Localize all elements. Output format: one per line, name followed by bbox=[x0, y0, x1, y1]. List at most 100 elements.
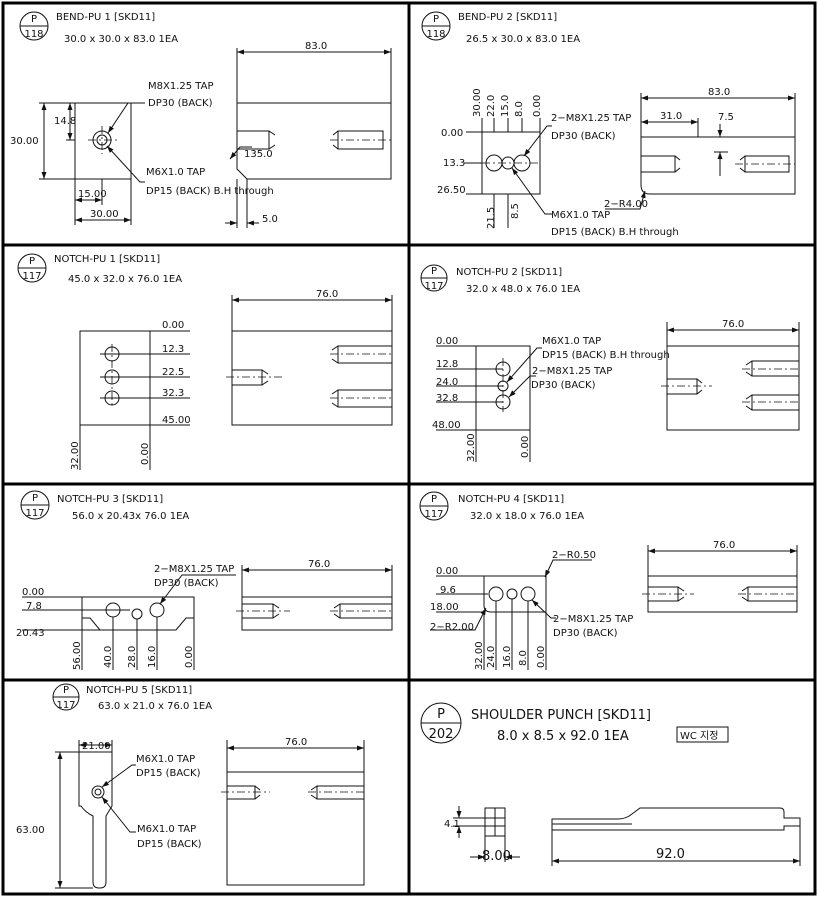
dim-y-0: 0.00 bbox=[441, 128, 463, 139]
note-tap-m6-2-depth: DP15 (BACK) bbox=[137, 839, 202, 850]
badge-number: 117 bbox=[56, 700, 75, 711]
note-tap-m8: 2−M8X1.25 TAP bbox=[551, 113, 631, 124]
note-tap-m8: 2−M8X1.25 TAP bbox=[532, 366, 612, 377]
badge-number: 118 bbox=[24, 29, 43, 40]
dim-radius-2: 2−R2.00 bbox=[430, 622, 474, 633]
note-tap-m6-depth: DP15 (BACK) B.H through bbox=[146, 186, 274, 197]
dim-width-30: 30.00 bbox=[90, 209, 119, 220]
bolt-hole bbox=[506, 588, 518, 600]
dim-five: 5.0 bbox=[262, 214, 278, 225]
dim-width-21: 21.00 bbox=[82, 741, 111, 752]
dim-length-76: 76.0 bbox=[285, 737, 307, 748]
part-size: 56.0 x 20.43x 76.0 1EA bbox=[72, 511, 189, 522]
dim-y-20-43: 20.43 bbox=[16, 628, 45, 639]
part-size: 32.0 x 48.0 x 76.0 1EA bbox=[466, 284, 580, 295]
side-view-outline bbox=[551, 807, 801, 831]
side-view-outline bbox=[226, 771, 365, 886]
dim-x-30: 30.00 bbox=[472, 88, 483, 117]
panel-shoulder-punch: P 202 SHOULDER PUNCH [SKD11] 8.0 x 8.5 x… bbox=[420, 702, 801, 866]
dim-7-5: 7.5 bbox=[718, 112, 734, 123]
part-title: NOTCH-PU 5 [SKD11] bbox=[86, 685, 192, 696]
dim-length-76: 76.0 bbox=[722, 319, 744, 330]
badge-number: 117 bbox=[424, 509, 443, 520]
panel-notch-pu-2: P 117 NOTCH-PU 2 [SKD11] 32.0 x 48.0 x 7… bbox=[420, 264, 800, 462]
side-view-outline bbox=[236, 102, 392, 180]
note-tap-m6-1-depth: DP15 (BACK) bbox=[136, 768, 201, 779]
dim-x-8: 8.0 bbox=[518, 650, 529, 666]
panel-notch-pu-1: P 117 NOTCH-PU 1 [SKD11] 45.0 x 32.0 x 7… bbox=[17, 253, 393, 470]
dim-y-26-5: 26.50 bbox=[437, 185, 466, 196]
dim-radius-0-5: 2−R0.50 bbox=[552, 550, 596, 561]
dim-x-21-5: 21.5 bbox=[486, 207, 497, 229]
dim-x-8: 8.0 bbox=[514, 101, 525, 117]
tap-hole-1 bbox=[488, 586, 504, 602]
dim-y-0: 0.00 bbox=[162, 320, 184, 331]
panel-bend-pu-1: P 118 BEND-PU 1 [SKD11] 30.0 x 30.0 x 83… bbox=[10, 11, 392, 228]
dim-y-22-5: 22.5 bbox=[162, 367, 184, 378]
badge-number: 117 bbox=[25, 508, 44, 519]
dim-y-18: 18.00 bbox=[430, 602, 459, 613]
note-tap-m6-2: M6X1.0 TAP bbox=[137, 824, 196, 835]
dim-x-0: 0.00 bbox=[520, 436, 531, 458]
badge-letter: P bbox=[32, 493, 38, 504]
part-size: 8.0 x 8.5 x 92.0 1EA bbox=[497, 729, 629, 744]
part-number-badge: P 117 bbox=[20, 490, 50, 520]
part-title: SHOULDER PUNCH [SKD11] bbox=[471, 708, 651, 723]
part-number-badge: P 118 bbox=[19, 11, 49, 41]
badge-number: 117 bbox=[424, 281, 443, 292]
front-view-outline bbox=[79, 330, 151, 426]
dim-y-32-8: 32.8 bbox=[436, 393, 458, 404]
part-size: 32.0 x 18.0 x 76.0 1EA bbox=[470, 511, 584, 522]
dim-y-9-6: 9.6 bbox=[440, 585, 456, 596]
dim-y-7-8: 7.8 bbox=[26, 601, 42, 612]
tap-hole-2 bbox=[520, 586, 536, 602]
panel-notch-pu-4: P 117 NOTCH-PU 4 [SKD11] 32.0 x 18.0 x 7… bbox=[419, 491, 798, 670]
side-view-outline bbox=[231, 330, 393, 426]
dim-x-24: 24.0 bbox=[486, 646, 497, 668]
note-tap-m8-depth: DP30 (BACK) bbox=[154, 578, 219, 589]
dim-x-22: 22.0 bbox=[486, 95, 497, 117]
note-tap-m8: 2−M8X1.25 TAP bbox=[154, 564, 234, 575]
part-size: 63.0 x 21.0 x 76.0 1EA bbox=[98, 701, 212, 712]
note-tap-m6: M6X1.0 TAP bbox=[542, 336, 601, 347]
wc-spec-label: WC 지정 bbox=[680, 730, 718, 742]
note-tap-m8-depth: DP30 (BACK) bbox=[553, 628, 618, 639]
part-size: 26.5 x 30.0 x 83.0 1EA bbox=[466, 34, 580, 45]
dim-y-13-3: 13.3 bbox=[443, 158, 465, 169]
note-tap-m8-depth: DP30 (BACK) bbox=[531, 380, 596, 391]
dim-length-83: 83.0 bbox=[708, 87, 730, 98]
badge-letter: P bbox=[431, 266, 437, 277]
part-size: 30.0 x 30.0 x 83.0 1EA bbox=[64, 34, 178, 45]
dim-x-32: 32.00 bbox=[466, 433, 477, 462]
dim-x-32: 32.00 bbox=[474, 641, 485, 670]
tap-hole bbox=[91, 785, 105, 799]
part-number-badge: P 202 bbox=[420, 702, 462, 744]
note-tap-m6: M6X1.0 TAP bbox=[551, 210, 610, 221]
front-view-outline bbox=[81, 596, 195, 631]
note-tap-m8-depth: DP30 (BACK) bbox=[148, 98, 213, 109]
dim-x-8-5: 8.5 bbox=[510, 203, 521, 219]
part-title: NOTCH-PU 3 [SKD11] bbox=[57, 494, 163, 505]
wc-spec-box bbox=[676, 726, 729, 743]
badge-number: 118 bbox=[426, 29, 445, 40]
part-number-badge: P 117 bbox=[17, 253, 47, 283]
badge-number: 202 bbox=[429, 727, 454, 742]
part-title: BEND-PU 1 [SKD11] bbox=[56, 12, 155, 23]
bolt-hole bbox=[131, 608, 143, 620]
panel-bend-pu-2: P 118 BEND-PU 2 [SKD11] 26.5 x 30.0 x 83… bbox=[421, 11, 796, 238]
note-tap-m6-depth: DP15 (BACK) B.H through bbox=[542, 350, 670, 361]
dim-height-63: 63.00 bbox=[16, 825, 45, 836]
front-view-outline bbox=[483, 575, 547, 613]
dim-x-32: 32.00 bbox=[70, 441, 81, 470]
note-tap-m6: M6X1.0 TAP bbox=[146, 167, 205, 178]
side-view-outline bbox=[241, 596, 393, 631]
badge-letter: P bbox=[63, 685, 69, 696]
side-view-outline bbox=[666, 345, 800, 431]
dim-x-0: 0.00 bbox=[140, 443, 151, 465]
note-tap-m8: 2−M8X1.25 TAP bbox=[553, 614, 633, 625]
dim-x-40: 40.0 bbox=[103, 646, 114, 668]
dim-x-0: 0.00 bbox=[536, 646, 547, 668]
dim-width-8: 8.00 bbox=[482, 849, 511, 864]
part-title: NOTCH-PU 2 [SKD11] bbox=[456, 267, 562, 278]
